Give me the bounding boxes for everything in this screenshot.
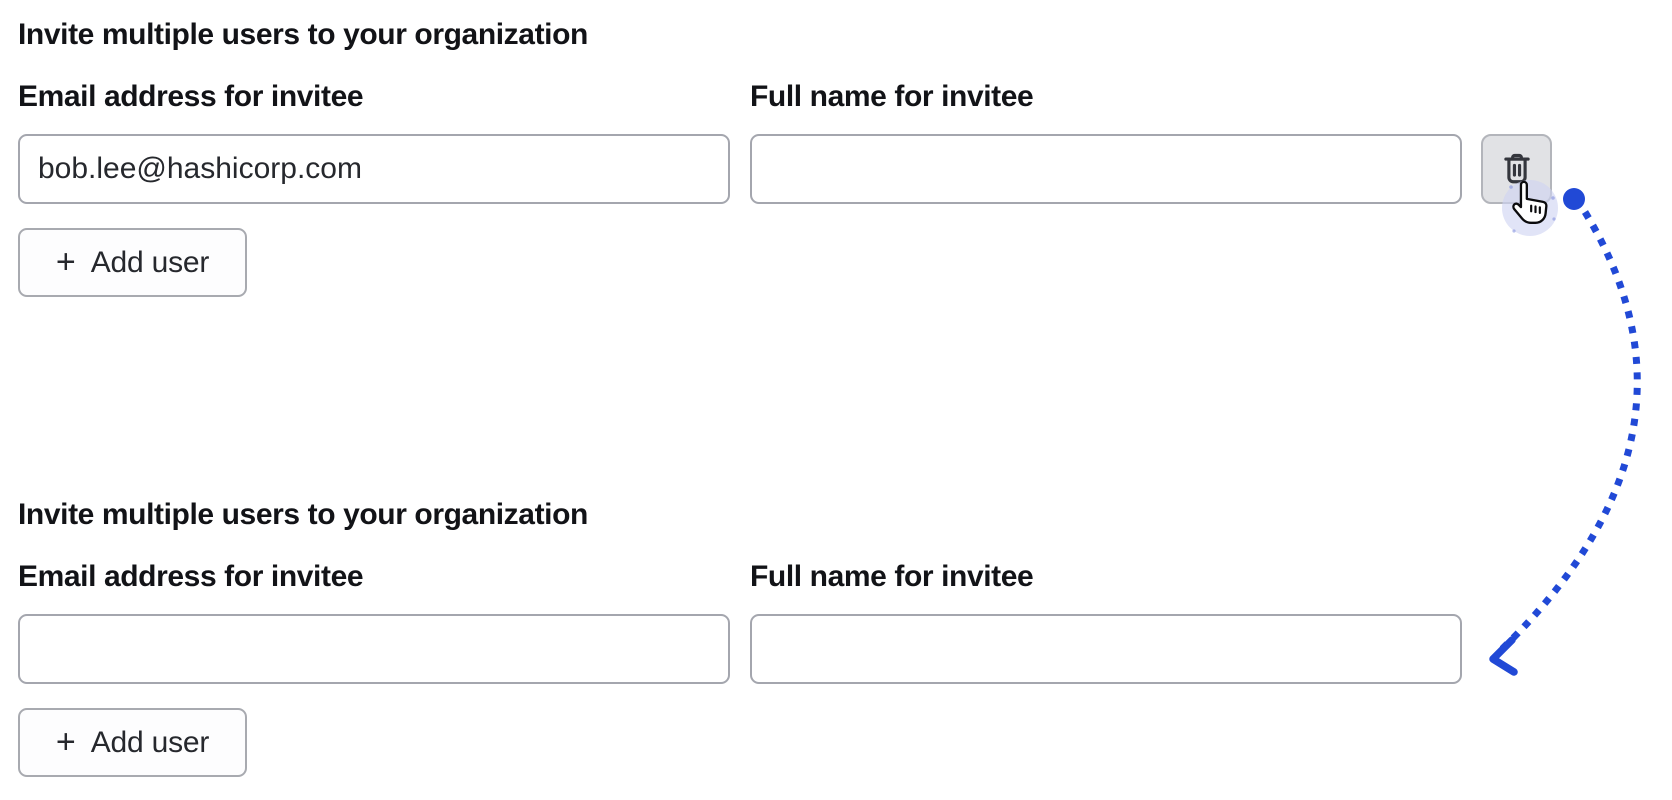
add-user-button[interactable]: + Add user (18, 228, 247, 297)
full-name-input[interactable] (750, 134, 1462, 204)
invite-form-after: Invite multiple users to your organizati… (18, 496, 1654, 777)
delete-row-button[interactable] (1481, 134, 1552, 204)
invitee-row (18, 134, 1654, 204)
full-name-label: Full name for invitee (750, 560, 1034, 593)
email-label: Email address for invitee (18, 80, 364, 113)
plus-icon: + (55, 722, 76, 761)
section-heading: Invite multiple users to your organizati… (18, 498, 588, 531)
email-input[interactable] (18, 614, 730, 684)
section-heading: Invite multiple users to your organizati… (18, 18, 588, 51)
email-label: Email address for invitee (18, 560, 364, 593)
add-user-label: Add user (90, 725, 210, 759)
invitee-row (18, 614, 1654, 684)
field-labels-row: Email address for invitee Full name for … (18, 82, 1654, 112)
add-user-button[interactable]: + Add user (18, 708, 247, 777)
plus-icon: + (55, 242, 76, 281)
full-name-label: Full name for invitee (750, 80, 1034, 113)
field-labels-row: Email address for invitee Full name for … (18, 562, 1654, 592)
full-name-input[interactable] (750, 614, 1462, 684)
trash-icon (1499, 151, 1535, 187)
add-user-label: Add user (90, 245, 210, 279)
email-input[interactable] (18, 134, 730, 204)
invite-form-before: Invite multiple users to your organizati… (18, 16, 1654, 297)
